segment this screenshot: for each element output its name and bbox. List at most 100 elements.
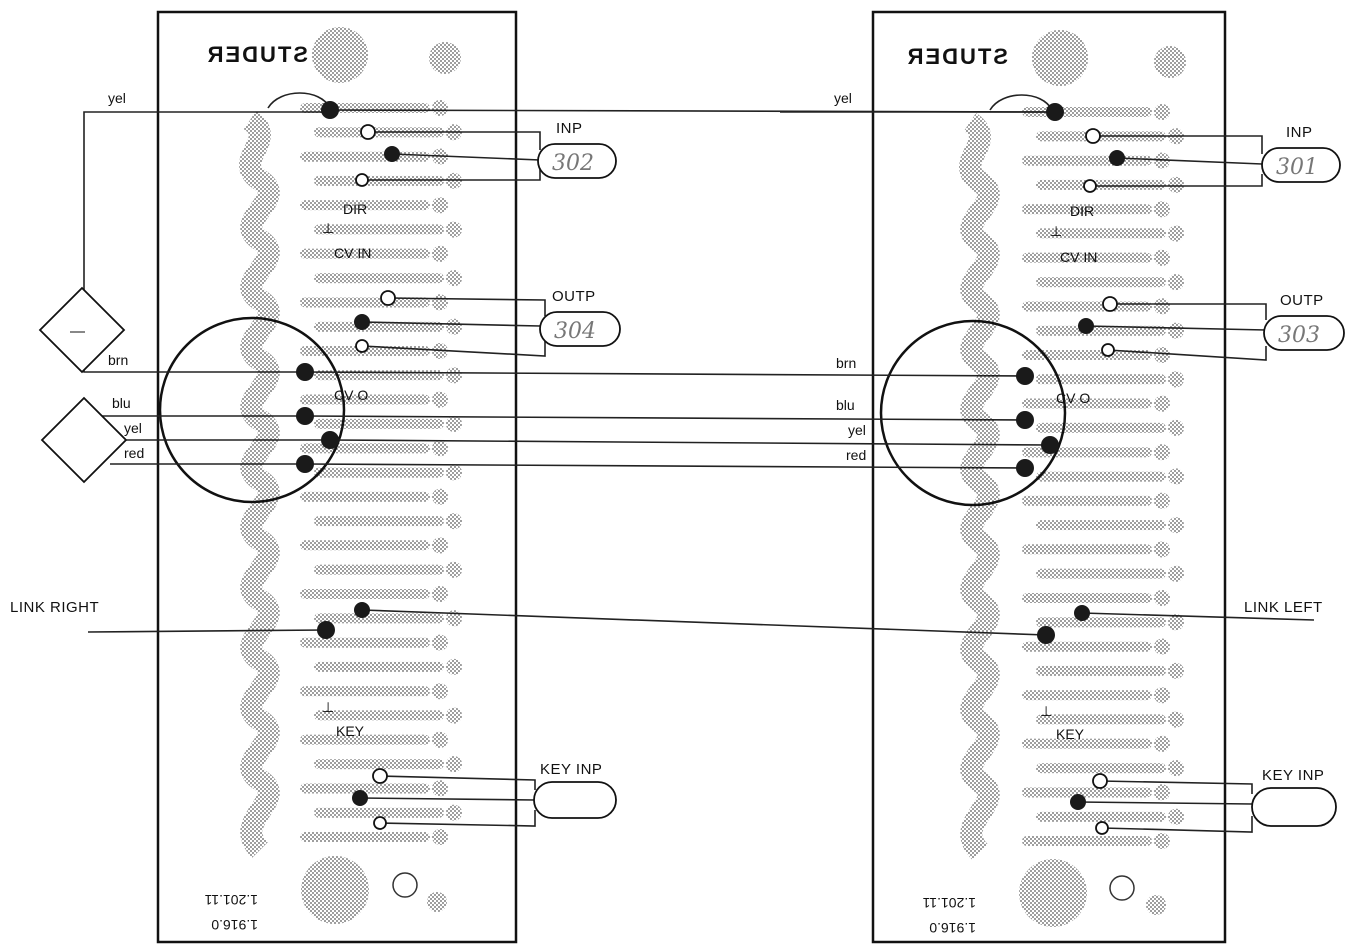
right-pad-row bbox=[1036, 277, 1166, 288]
right-pin-key-hot bbox=[1092, 773, 1108, 789]
right-jumper bbox=[989, 94, 1053, 111]
left-pad-end bbox=[432, 537, 448, 554]
right-bottom-hole-large bbox=[1019, 859, 1087, 927]
right-pad-end bbox=[1154, 784, 1170, 801]
right-outp-tap-wire-1 bbox=[1110, 303, 1267, 320]
left-wire-label-blu: blu bbox=[112, 395, 131, 411]
right-key-tap-wire-2 bbox=[1077, 801, 1253, 805]
right-label-cv-o: CV O bbox=[1056, 390, 1090, 406]
right-ground-2: ⊥ bbox=[1040, 703, 1052, 719]
right-pad-end bbox=[1154, 541, 1170, 558]
right-pad-row bbox=[1022, 787, 1152, 798]
left-outp-tap-wire-1 bbox=[387, 297, 546, 316]
left-outp-label: OUTP bbox=[552, 288, 596, 305]
left-pad-row bbox=[314, 273, 444, 284]
left-module: STUDER 1.201.11 1.916.0 DIR ⊥ CV IN CV O… bbox=[156, 10, 518, 944]
left-label-dir: DIR bbox=[343, 201, 367, 217]
right-pad-end bbox=[1168, 176, 1184, 193]
left-footer-code-2: 1.916.0 bbox=[211, 917, 258, 933]
right-pad-end bbox=[1154, 833, 1170, 849]
right-pad-row bbox=[1036, 422, 1166, 433]
left-label-cv-o: CV O bbox=[334, 387, 368, 403]
left-yel-wire-top bbox=[83, 111, 330, 290]
left-pad-end bbox=[446, 415, 462, 432]
right-pad-end bbox=[1154, 687, 1170, 704]
left-ground-2: ⊥ bbox=[322, 699, 334, 715]
right-bottom-hole-ring bbox=[1109, 875, 1135, 901]
left-pin-inp-hot bbox=[360, 124, 376, 140]
link-left-wire bbox=[1081, 612, 1315, 621]
left-inp-tap-wire-3 bbox=[362, 168, 541, 181]
left-key-plug bbox=[533, 781, 617, 819]
right-pad-row bbox=[1036, 228, 1166, 239]
left-pin-brn bbox=[296, 363, 314, 381]
left-pad-end bbox=[446, 658, 462, 675]
left-pad-row bbox=[314, 418, 444, 429]
left-pad-row bbox=[314, 224, 444, 235]
blu-bus-wire bbox=[304, 415, 1026, 421]
left-pin-link-a bbox=[354, 602, 370, 618]
left-pad-end bbox=[432, 245, 448, 262]
link-right-label: LINK RIGHT bbox=[10, 599, 99, 616]
right-pad-end bbox=[1154, 492, 1170, 509]
right-pad-end bbox=[1154, 638, 1170, 655]
right-pin-inp-hot bbox=[1085, 128, 1101, 144]
left-pad-end bbox=[432, 634, 448, 651]
left-din-socket bbox=[158, 316, 346, 504]
left-pin-key-hot bbox=[372, 768, 388, 784]
brn-bus-wire bbox=[304, 371, 1026, 377]
left-pad-end bbox=[432, 829, 448, 845]
right-inp-plug bbox=[1261, 147, 1341, 183]
left-trace bbox=[239, 110, 280, 858]
right-label-dir: DIR bbox=[1070, 203, 1094, 219]
left-wire-label-yel: yel bbox=[124, 420, 142, 436]
left-pad-row bbox=[314, 759, 444, 770]
left-pad-row bbox=[314, 661, 444, 672]
right-pad-end bbox=[1168, 225, 1184, 242]
left-pad-end bbox=[432, 683, 448, 700]
right-brand: STUDER bbox=[906, 44, 1008, 69]
right-pad-row bbox=[1022, 738, 1152, 749]
right-key-plug bbox=[1251, 787, 1337, 827]
left-ground-1: ⊥ bbox=[322, 220, 334, 236]
right-pin-link-b bbox=[1037, 626, 1055, 644]
right-pad-end bbox=[1168, 808, 1184, 825]
right-pin-outp-hot bbox=[1102, 296, 1118, 312]
left-pad-end bbox=[446, 561, 462, 578]
left-pad-row bbox=[300, 297, 430, 308]
left-pad-end bbox=[446, 513, 462, 530]
right-pad-row bbox=[1022, 447, 1152, 458]
right-pin-inp-gnd bbox=[1083, 179, 1097, 193]
left-outp-plug-number: 304 bbox=[554, 319, 596, 344]
right-pad-row bbox=[1022, 252, 1152, 263]
right-footer-code-1: 1.201.11 bbox=[922, 895, 976, 911]
right-outp-plug bbox=[1263, 315, 1345, 351]
left-wire-label-yel-top: yel bbox=[108, 90, 126, 106]
left-outp-tap-wire-3 bbox=[361, 340, 546, 357]
left-pad-row bbox=[314, 467, 444, 478]
right-pad-row bbox=[1022, 398, 1152, 409]
right-pad-end bbox=[1168, 419, 1184, 436]
left-wire-label-red: red bbox=[124, 445, 144, 461]
right-pin-yel-top bbox=[1046, 103, 1064, 121]
right-wire-label-blu: blu bbox=[836, 397, 855, 413]
right-outp-label: OUTP bbox=[1280, 292, 1324, 309]
left-pad-end bbox=[432, 294, 448, 311]
left-inp-tap-wire-2 bbox=[391, 153, 541, 161]
left-pad-row bbox=[300, 491, 430, 502]
right-key-inp-label: KEY INP bbox=[1262, 767, 1324, 784]
left-pad-end bbox=[446, 270, 462, 287]
right-pad-row bbox=[1036, 763, 1166, 774]
left-pad-row bbox=[300, 151, 430, 162]
right-pin-outp-gnd bbox=[1101, 343, 1115, 357]
right-outp-tap-wire-2 bbox=[1085, 325, 1267, 331]
link-cross-wire bbox=[361, 609, 1047, 636]
right-key-tap-wire-1 bbox=[1099, 780, 1253, 794]
left-inp-plug-number: 302 bbox=[552, 151, 594, 176]
right-wire-label-red: red bbox=[846, 447, 866, 463]
left-pad-end bbox=[446, 707, 462, 724]
right-pad-row bbox=[1036, 520, 1166, 531]
left-key-inp-label: KEY INP bbox=[540, 761, 602, 778]
right-pad-row bbox=[1036, 617, 1166, 628]
left-pad-end bbox=[432, 780, 448, 797]
